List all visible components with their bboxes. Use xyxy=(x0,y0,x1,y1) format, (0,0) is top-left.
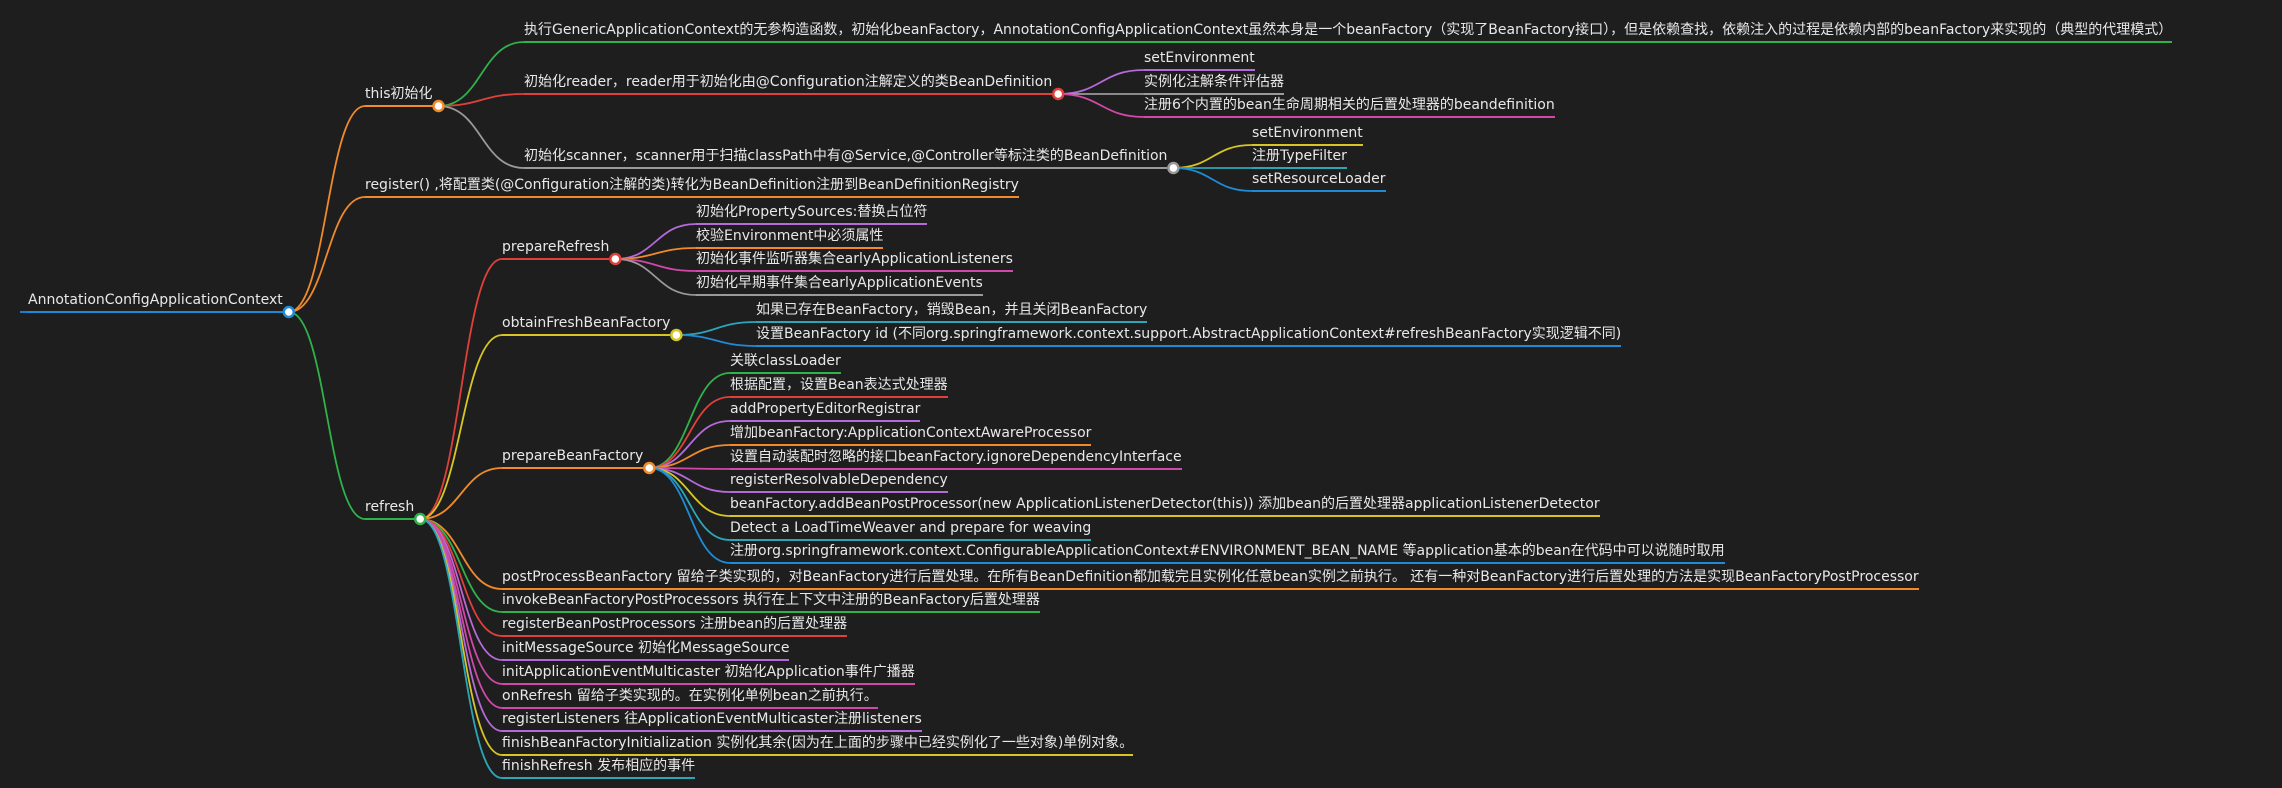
node-prepare-bf-child[interactable]: 注册org.springframework.context.Configurab… xyxy=(730,542,1725,564)
node-dot[interactable] xyxy=(643,461,656,475)
node-refresh-step[interactable]: postProcessBeanFactory 留给子类实现的，对BeanFact… xyxy=(502,568,1919,590)
node-prepare-refresh-child[interactable]: 初始化事件监听器集合earlyApplicationListeners xyxy=(696,250,1013,272)
node-dot[interactable] xyxy=(1167,161,1180,175)
node-prepare-refresh-child[interactable]: 初始化PropertySources:替换占位符 xyxy=(696,203,928,225)
node-reader-child[interactable]: 注册6个内置的bean生命周期相关的后置处理器的beandefinition xyxy=(1144,96,1555,118)
mindmap-edge xyxy=(288,105,366,313)
mindmap-edge xyxy=(676,334,757,347)
mindmap-edge xyxy=(1058,93,1145,118)
node-prepare-bf-child[interactable]: 增加beanFactory:ApplicationContextAwarePro… xyxy=(730,424,1092,446)
node-generic-constructor[interactable]: 执行GenericApplicationContext的无参构造函数，初始化be… xyxy=(524,21,2173,43)
node-init-scanner[interactable]: 初始化scanner，scanner用于扫描classPath中有@Servic… xyxy=(524,147,1168,169)
node-prepare-bf-child[interactable]: registerResolvableDependency xyxy=(730,471,948,493)
node-reader-child[interactable]: 实例化注解条件评估器 xyxy=(1144,73,1284,95)
node-register[interactable]: register() ,将配置类(@Configuration注解的类)转化为B… xyxy=(365,176,1019,198)
mindmap-edge xyxy=(649,396,731,469)
node-scanner-child[interactable]: setEnvironment xyxy=(1252,124,1363,146)
mindmap-edge xyxy=(420,467,503,520)
node-prepare-bf-child[interactable]: 关联classLoader xyxy=(730,352,841,374)
mindmap-edge xyxy=(438,41,525,107)
node-obtain-child[interactable]: 设置BeanFactory id (不同org.springframework.… xyxy=(756,325,1622,347)
node-refresh-step[interactable]: finishRefresh 发布相应的事件 xyxy=(502,757,696,779)
mindmap-edge xyxy=(288,311,366,520)
node-prepare-bf-child[interactable]: addPropertyEditorRegistrar xyxy=(730,400,921,422)
mindmap-edge xyxy=(438,93,525,107)
node-scanner-child[interactable]: setResourceLoader xyxy=(1252,170,1386,192)
node-refresh-step[interactable]: registerBeanPostProcessors 注册bean的后置处理器 xyxy=(502,615,848,637)
mindmap-edge xyxy=(649,372,731,469)
node-dot[interactable] xyxy=(670,328,683,342)
root-node[interactable]: AnnotationConfigApplicationContext xyxy=(28,291,283,313)
node-dot[interactable] xyxy=(609,252,622,266)
node-scanner-child[interactable]: 注册TypeFilter xyxy=(1252,147,1347,169)
node-prepare-bf-child[interactable]: beanFactory.addBeanPostProcessor(new App… xyxy=(730,495,1600,517)
node-prepare-refresh-child[interactable]: 校验Environment中必须属性 xyxy=(696,227,884,249)
node-obtain-fresh-bean-factory[interactable]: obtainFreshBeanFactory xyxy=(502,314,671,336)
node-refresh-step[interactable]: onRefresh 留给子类实现的。在实例化单例bean之前执行。 xyxy=(502,687,878,709)
node-init-reader[interactable]: 初始化reader，reader用于初始化由@Configuration注解定义… xyxy=(524,73,1053,95)
node-this-init[interactable]: this初始化 xyxy=(365,85,433,107)
node-prepare-bf-child[interactable]: 根据配置，设置Bean表达式处理器 xyxy=(730,376,948,398)
node-refresh[interactable]: refresh xyxy=(365,498,415,520)
node-dot[interactable] xyxy=(413,512,427,526)
mindmap-edge xyxy=(420,334,503,520)
node-prepare-bf-child[interactable]: Detect a LoadTimeWeaver and prepare for … xyxy=(730,519,1092,541)
mindmap-edge xyxy=(420,518,503,779)
node-refresh-step[interactable]: finishBeanFactoryInitialization 实例化其余(因为… xyxy=(502,734,1134,756)
node-prepare-bf-child[interactable]: 设置自动装配时忽略的接口beanFactory.ignoreDependency… xyxy=(730,448,1182,470)
mindmap-edge xyxy=(420,258,503,520)
mindmap-edge xyxy=(615,258,697,296)
node-prepare-refresh-child[interactable]: 初始化早期事件集合earlyApplicationEvents xyxy=(696,274,983,296)
node-dot[interactable] xyxy=(1051,87,1065,101)
node-refresh-step[interactable]: initMessageSource 初始化MessageSource xyxy=(502,639,790,661)
node-prepare-refresh[interactable]: prepareRefresh xyxy=(502,238,610,260)
node-refresh-step[interactable]: invokeBeanFactoryPostProcessors 执行在上下文中注… xyxy=(502,591,1040,613)
node-refresh-step[interactable]: registerListeners 往ApplicationEventMulti… xyxy=(502,710,922,732)
mindmap-edge xyxy=(288,196,366,313)
node-refresh-step[interactable]: initApplicationEventMulticaster 初始化Appli… xyxy=(502,663,915,685)
mindmap-edge xyxy=(1173,167,1253,192)
mindmap-edge xyxy=(438,105,525,169)
node-reader-child[interactable]: setEnvironment xyxy=(1144,49,1255,71)
node-dot[interactable] xyxy=(432,99,445,113)
node-prepare-bean-factory[interactable]: prepareBeanFactory xyxy=(502,447,644,469)
mindmap-edge xyxy=(649,420,731,469)
node-obtain-child[interactable]: 如果已存在BeanFactory，销毁Bean，并且关闭BeanFactory xyxy=(756,301,1148,323)
mindmap-edge xyxy=(649,467,731,564)
node-dot[interactable] xyxy=(282,305,296,319)
